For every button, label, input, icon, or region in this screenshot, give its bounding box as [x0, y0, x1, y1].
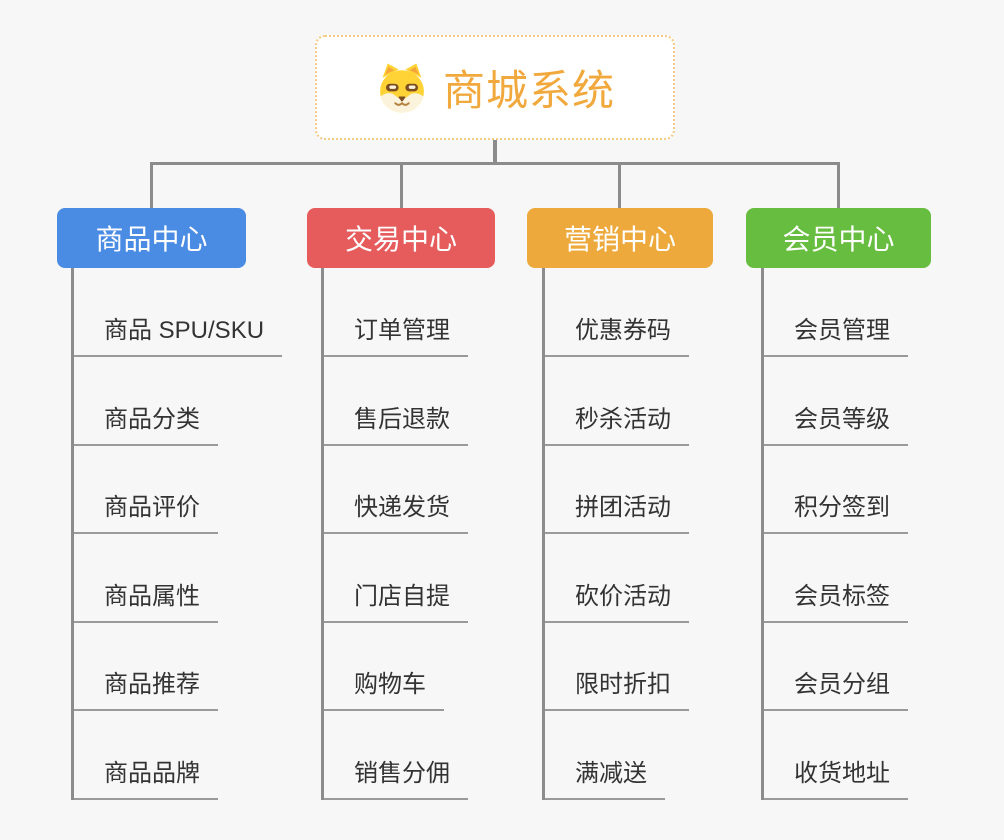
- branch-item[interactable]: 限时折扣: [545, 667, 689, 711]
- root-connector-line: [493, 139, 497, 165]
- branch-item[interactable]: 秒杀活动: [545, 402, 689, 446]
- branch-item[interactable]: 商品分类: [74, 402, 218, 446]
- branch-item[interactable]: 会员等级: [764, 402, 908, 446]
- branch-item[interactable]: 快递发货: [324, 490, 468, 534]
- branch-header-trade[interactable]: 交易中心: [307, 208, 495, 268]
- branch-column-marketing: 优惠券码 秒杀活动 拼团活动 砍价活动 限时折扣 满减送: [542, 268, 689, 800]
- root-node[interactable]: 商城系统: [315, 35, 675, 140]
- branch-item[interactable]: 会员分组: [764, 667, 908, 711]
- branch-item[interactable]: 商品属性: [74, 579, 218, 623]
- branch-drop-line: [150, 162, 153, 208]
- branch-drop-line: [400, 162, 403, 208]
- root-title: 商城系统: [442, 67, 615, 114]
- dog-face-icon: [375, 61, 429, 115]
- branch-drop-line: [837, 162, 840, 208]
- branch-item[interactable]: 商品 SPU/SKU: [74, 313, 283, 357]
- branch-header-product[interactable]: 商品中心: [57, 208, 246, 268]
- branch-item[interactable]: 优惠券码: [545, 313, 689, 357]
- branch-column-product: 商品 SPU/SKU 商品分类 商品评价 商品属性 商品推荐 商品品牌: [71, 268, 283, 800]
- branch-item[interactable]: 拼团活动: [545, 490, 689, 534]
- branch-drop-line: [618, 162, 621, 208]
- branch-column-member: 会员管理 会员等级 积分签到 会员标签 会员分组 收货地址: [761, 268, 908, 800]
- branch-item[interactable]: 砍价活动: [545, 579, 689, 623]
- branch-bus-line: [150, 162, 840, 165]
- branch-item[interactable]: 商品推荐: [74, 667, 218, 711]
- branch-item[interactable]: 会员管理: [764, 313, 908, 357]
- branch-item[interactable]: 订单管理: [324, 313, 468, 357]
- branch-header-member[interactable]: 会员中心: [746, 208, 931, 268]
- branch-item[interactable]: 满减送: [545, 756, 665, 800]
- branch-item[interactable]: 销售分佣: [324, 756, 468, 800]
- branch-item[interactable]: 积分签到: [764, 490, 908, 534]
- branch-item[interactable]: 购物车: [324, 667, 444, 711]
- branch-item[interactable]: 售后退款: [324, 402, 468, 446]
- branch-item[interactable]: 会员标签: [764, 579, 908, 623]
- branch-header-marketing[interactable]: 营销中心: [527, 208, 713, 268]
- branch-item[interactable]: 商品评价: [74, 490, 218, 534]
- branch-item[interactable]: 门店自提: [324, 579, 468, 623]
- branch-item[interactable]: 收货地址: [764, 756, 908, 800]
- branch-item[interactable]: 商品品牌: [74, 756, 218, 800]
- branch-column-trade: 订单管理 售后退款 快递发货 门店自提 购物车 销售分佣: [321, 268, 468, 800]
